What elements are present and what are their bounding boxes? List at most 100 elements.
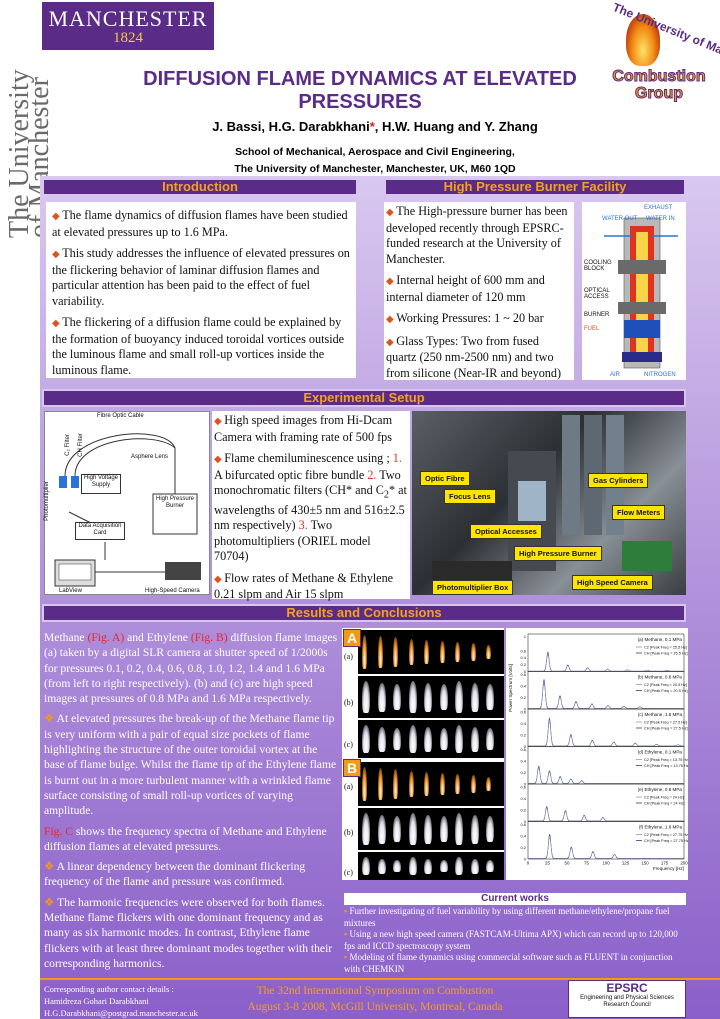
diamond-bullet-icon: ◆: [386, 336, 397, 348]
fig-burner-label: BURNER: [584, 312, 610, 318]
tag-photomultiplier-box: Photomultiplier Box: [432, 580, 514, 595]
authors-star: *: [369, 119, 375, 134]
flame-image: [408, 638, 414, 666]
x-tick-label: 50: [565, 861, 570, 866]
square-bullet-icon: ▪: [344, 929, 350, 940]
y-tick-label: 0: [524, 669, 527, 674]
flame-image: [393, 816, 401, 842]
combustion-logo-word: Combustion Group: [604, 68, 714, 103]
contact-line-1: Corresponding author contact details :: [44, 984, 174, 994]
y-tick-label: 0: [524, 782, 527, 787]
tag-high-speed-camera: High Speed Camera: [572, 575, 653, 590]
burner-paragraph-4: ◆ Glass Types: Two from fused quartz (25…: [386, 333, 562, 380]
flame-icon: [626, 14, 660, 66]
flame-image: [455, 681, 463, 713]
spectrum-panel-title: (c) Methane, 1.6 MPa: [638, 712, 683, 717]
results-heading: Results and Conclusions: [42, 604, 686, 622]
x-tick-label: 75: [584, 861, 589, 866]
flame-image: [470, 682, 479, 712]
flame-image: [362, 857, 370, 875]
manchester-1824-logo: MANCHESTER 1824: [42, 2, 214, 50]
flame-image: [424, 726, 432, 752]
flame-image: [439, 773, 445, 795]
flame-image: [424, 682, 432, 712]
results-paragraph-2: ❖ At elevated pressures the break-up of …: [44, 712, 337, 818]
y-tick-label: 0.4: [520, 759, 526, 764]
flame-image: [408, 725, 417, 753]
y-tick-label: 0: [524, 707, 527, 712]
authors-pre: J. Bassi, H.G. Darabkhani: [212, 119, 370, 134]
row-label-c-methane: (c): [344, 740, 353, 749]
flame-image: [362, 813, 370, 845]
flame-image: [455, 774, 460, 794]
y-tick-label: 0.6: [520, 822, 526, 827]
legend-entry-ch: CH [Peak Freq = 27.75 Hz]: [644, 839, 688, 843]
flame-image: [470, 775, 476, 793]
diamond-bullet-icon: ◆: [214, 416, 225, 427]
y-tick-label: 0.4: [520, 834, 526, 839]
flame-image: [486, 816, 494, 842]
schematic-hv-box: High Voltage Supply: [81, 474, 121, 494]
y-tick-label: 0: [524, 744, 527, 749]
schematic-labview-label: LabView: [59, 588, 82, 594]
spectrum-line-c2: [527, 808, 684, 822]
authors-post: , H.W. Huang and Y. Zhang: [374, 119, 538, 134]
fig-air-label: AIR: [610, 372, 621, 378]
spectrum-line-ch: [527, 766, 684, 784]
y-tick-label: 0.6: [520, 672, 526, 677]
fig-fuel-label: FUEL: [584, 326, 600, 332]
flame-image: [439, 728, 448, 750]
spectrum-panel-title: (a) Methane, 0.1 MPa: [638, 637, 683, 642]
combustion-group-logo: The University of Manchester Combustion …: [596, 0, 720, 110]
poster-affiliation: School of Mechanical, Aerospace and Civi…: [150, 144, 600, 178]
y-tick-label: 0: [524, 819, 527, 824]
spectrum-line-c2: [527, 654, 684, 672]
contact-email: H.G.Darabkhani@postgrad.manchester.ac.uk: [44, 1008, 198, 1018]
legend-entry-ch: CH [Peak Freq = 20.5 Hz]: [644, 689, 688, 693]
burner-cutaway-figure: EXHAUST WATER OUT WATER IN COOLING BLOCK…: [582, 202, 686, 380]
row-label-c-ethylene: (c): [344, 868, 353, 877]
x-tick-label: 125: [622, 861, 630, 866]
flame-image: [377, 726, 386, 752]
flame-image: [408, 681, 417, 713]
setup-paragraph-1: ◆ High speed images from Hi-Dcam Camera …: [214, 413, 393, 444]
intro-paragraph-3: ◆ The flickering of a diffusion flame co…: [52, 315, 345, 377]
flame-image: [424, 814, 432, 844]
intro-paragraph-1: ◆ The flame dynamics of diffusion flames…: [52, 208, 348, 239]
legend-entry-c2: C2 [Peak Freq = 24 Hz]: [644, 796, 684, 800]
current-works-item-1: ▪ Further investigating of fuel variabil…: [344, 906, 670, 928]
contact-line-2: Hamidreza Gohari Darabkhani: [44, 996, 149, 1006]
fig-water-in-label: WATER IN: [646, 216, 675, 222]
y-tick-label: 0.2: [520, 808, 526, 813]
schematic-daq-box: Data Acquisition Card: [75, 522, 125, 540]
flame-image: [393, 769, 398, 799]
diamond-bullet-icon: ❖: [44, 712, 57, 726]
flame-image: [377, 768, 383, 800]
spectrum-line-c2: [527, 837, 684, 859]
flame-image: [408, 813, 417, 845]
burner-paragraph-2: ◆ Internal height of 600 mm and internal…: [386, 273, 545, 304]
spectrum-panel-title: (f) Ethylene, 1.6 MPa: [639, 825, 683, 830]
x-tick-label: 0: [527, 861, 530, 866]
setup-schematic: Fibre Optic Cable Asphere Lens C₂ Filter…: [44, 411, 210, 595]
fig-cooling-block-label: COOLING BLOCK: [584, 260, 612, 272]
flame-image: [393, 728, 401, 750]
spectrum-panel-title: (b) Methane, 0.8 MPa: [638, 675, 683, 680]
legend-entry-ch: CH [Peak Freq = 27.5 Hz]: [644, 727, 688, 731]
setup-paragraph-2: ◆ Flame chemiluminescence using ; 1. A b…: [214, 451, 407, 564]
epsrc-logo-line-3: Research Council: [603, 1002, 651, 1008]
affiliation-line-2: The University of Manchester, Manchester…: [234, 163, 516, 175]
diamond-bullet-icon: ❖: [44, 895, 58, 909]
flame-image: [424, 858, 432, 874]
figure-letter-a: A: [343, 629, 361, 647]
fig-optical-access-label: OPTICAL ACCESS: [584, 288, 610, 300]
setup-paragraph-3: ◆ Flow rates of Methane & Ethylene 0.21 …: [214, 570, 394, 602]
setup-text: ◆ High speed images from Hi-Dcam Camera …: [212, 411, 410, 601]
results-paragraph-1: Methane (Fig. A) and Ethylene (Fig. B) d…: [44, 631, 338, 706]
footer-symposium: The 32nd International Symposium on Comb…: [220, 983, 530, 1015]
epsrc-logo: EPSRC Engineering and Physical Sciences …: [568, 980, 686, 1018]
flame-image: [439, 860, 448, 872]
experimental-setup-heading: Experimental Setup: [42, 389, 686, 407]
spectrum-line-c2: [527, 683, 684, 709]
